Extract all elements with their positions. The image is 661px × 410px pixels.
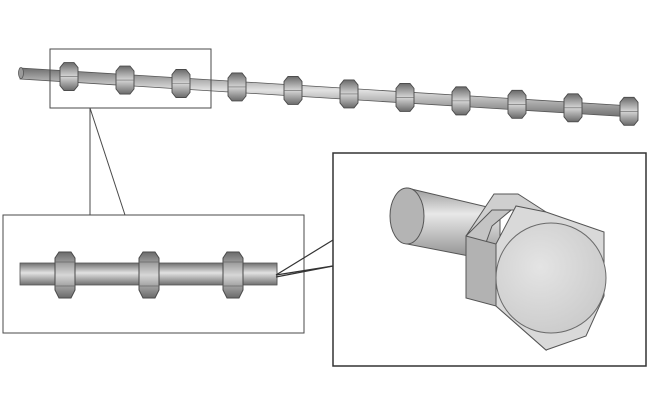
rod-nut	[507, 89, 527, 119]
rod-nut	[227, 72, 247, 102]
rod-nut	[563, 93, 583, 123]
zoom-selection-box	[49, 48, 212, 109]
rod-nut	[283, 76, 303, 105]
bolt-callout-connector-upper	[275, 239, 334, 276]
rod-end-cap	[18, 67, 24, 79]
inset-nut	[54, 251, 76, 299]
inset-nut	[222, 251, 244, 299]
rod-body	[19, 67, 633, 118]
rod-nut	[395, 82, 415, 112]
bolt-detail-inset	[332, 152, 647, 367]
rod-nut	[619, 96, 639, 126]
bolt-shank-end	[389, 187, 425, 245]
hex-chamfer-circle	[495, 222, 607, 334]
bolt-callout-connector-lower	[275, 265, 334, 278]
rod-nut	[59, 62, 79, 91]
inset-nut-body	[222, 251, 244, 299]
inset-nut	[138, 251, 160, 299]
inset-nut-body	[138, 251, 160, 299]
hex-side-front-left	[465, 235, 497, 307]
inset-nut-body	[54, 251, 76, 299]
rod-detail-inset	[2, 214, 305, 334]
rod-nut	[115, 65, 135, 95]
rod-nut	[171, 69, 191, 98]
rod-nut	[451, 86, 471, 116]
rod-nut	[339, 79, 359, 109]
zoom-connector-right	[89, 107, 126, 216]
main-rod	[18, 62, 639, 126]
rod-nuts	[59, 62, 639, 126]
rod-detail-nuts	[54, 251, 244, 299]
bolt-hex-head	[465, 193, 607, 352]
